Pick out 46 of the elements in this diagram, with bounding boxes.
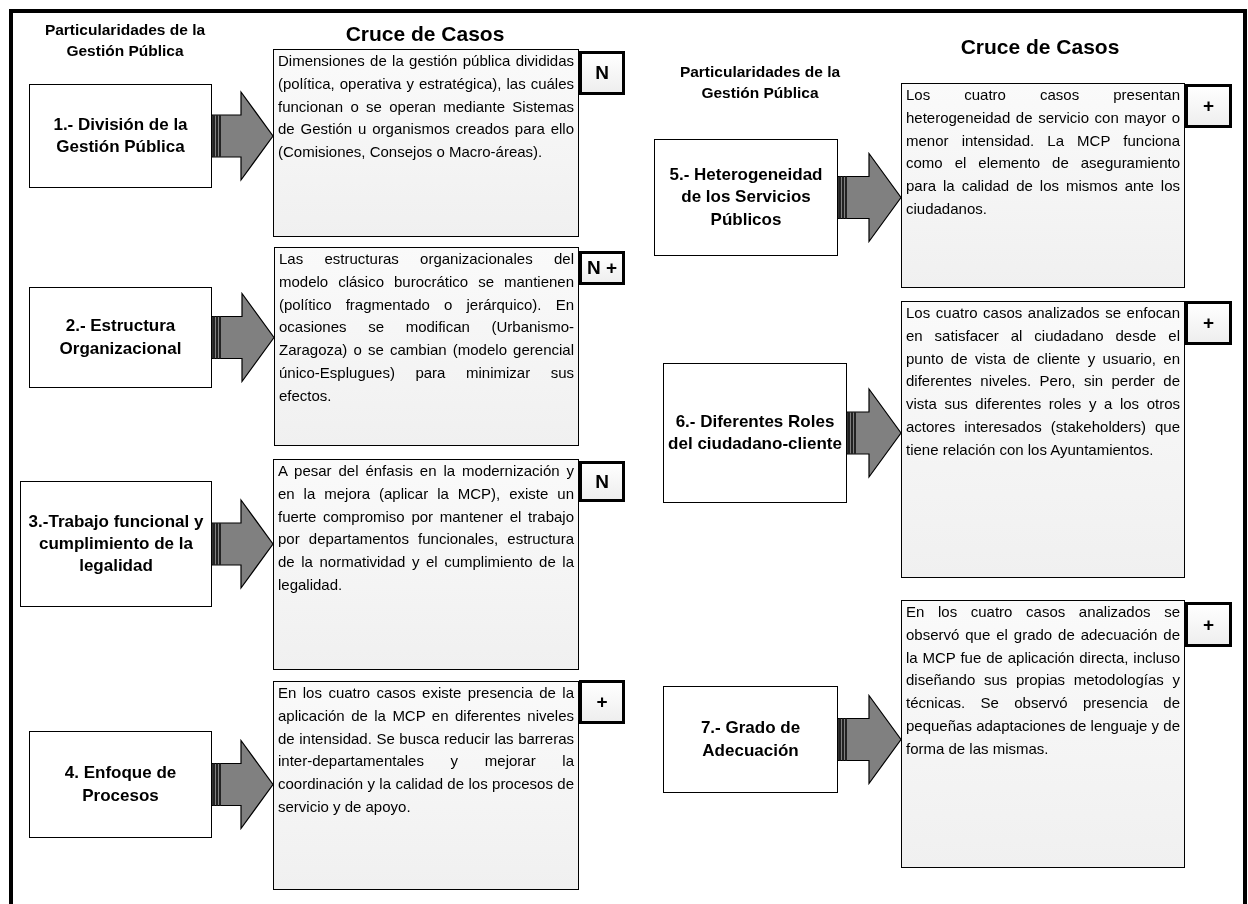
rating-text: N xyxy=(595,470,609,493)
topic-title: 4. Enfoque de Procesos xyxy=(63,762,178,807)
topic-box xyxy=(663,686,838,793)
topic-box xyxy=(29,287,212,388)
topic-title: 6.- Diferentes Roles del ciudadano-cliente xyxy=(668,410,842,455)
description-text: En los cuatro casos analizados se observó que el grado de adecuación de la MCP fue de aplicación directa, incluso diseñando sus propias metodologías y técnicas. Se observó presencia de pequeñas adaptaciones de lenguaje y de forma de las mismas. xyxy=(906,602,1180,759)
description-text: Las estructuras organizacionales del modelo clásico burocrático se mantienen (político fragmentado o jerárquico). En ocasiones se modifican (Urbanismo-Zaragoza) o se cambian (modelo gerencial único-Esplugues) para minimizar sus efectos. xyxy=(279,249,574,406)
topic-title: 2.- Estructura Organizacional xyxy=(58,315,183,360)
description-box xyxy=(901,83,1185,288)
description-box xyxy=(273,681,579,890)
rating-box xyxy=(579,251,625,285)
topic-box xyxy=(29,84,212,188)
description-box xyxy=(901,600,1185,868)
rating-text: N xyxy=(595,62,609,84)
rating-box xyxy=(579,461,625,502)
topic-title: 5.- Heterogeneidad de los Servicios Públicos xyxy=(668,164,824,231)
rating-text: + xyxy=(596,691,608,713)
rating-text: + xyxy=(1202,312,1215,334)
description-text: Los cuatro casos presentan heterogeneidad de servicio con mayor o menor intensidad. La MCP funciona como el elemento de aseguramiento para la calidad de los mismos ante los ciudadanos. xyxy=(906,85,1180,219)
rating-box xyxy=(1185,301,1232,345)
rating-text: N + xyxy=(586,257,618,279)
rating-box xyxy=(1185,602,1232,647)
rating-box xyxy=(1185,84,1232,128)
rating-text: + xyxy=(1202,95,1215,117)
column-heading: Particularidades de la Gestión Pública xyxy=(678,62,842,103)
topic-title: 3.-Trabajo funcional y cumplimiento de la legalidad xyxy=(27,510,205,578)
description-text: Los cuatro casos analizados se enfocan en satisfacer al ciudadano desde el punto de vista de cliente y usuario, en diferentes niveles. Pero, sin perder de vista sus diferentes roles y a los otros actores interesados (stakeholders) que tiene relación con los Ayuntamientos. xyxy=(906,303,1180,460)
description-box xyxy=(901,301,1185,578)
description-box xyxy=(273,459,579,670)
description-box xyxy=(273,49,579,237)
description-text: En los cuatro casos existe presencia de la aplicación de la MCP en diferentes niveles de intensidad. Se busca reducir las barreras inter-departamentales y mejorar la coordinación y la calidad de los procesos de servicio y de apoyo. xyxy=(278,683,574,817)
column-heading: Cruce de Casos xyxy=(959,34,1121,60)
rating-text: + xyxy=(1202,613,1215,636)
description-box xyxy=(274,247,579,446)
topic-title: 7.- Grado de Adecuación xyxy=(699,717,802,762)
topic-title: 1.- División de la Gestión Pública xyxy=(52,113,189,158)
column-heading: Cruce de Casos xyxy=(344,21,506,47)
rating-box xyxy=(579,680,625,724)
column-heading: Particularidades de la Gestión Pública xyxy=(43,20,207,61)
topic-box xyxy=(29,731,212,838)
rating-box xyxy=(579,51,625,95)
description-text: Dimensiones de la gestión pública divididas (política, operativa y estratégica), las cuáles funcionan o se operan mediante Sistemas de Gestión u organismos creados para ello (Comisiones, Consejos o Macro-áreas). xyxy=(278,51,574,163)
topic-box xyxy=(20,481,212,607)
topic-box xyxy=(654,139,838,256)
topic-box xyxy=(663,363,847,503)
description-text: A pesar del énfasis en la modernización y en la mejora (aplicar la MCP), existe un fuerte compromiso por mantener el trabajo por departamentos funcionales, estructura de la normatividad y el cumplimiento de la legalidad. xyxy=(278,461,574,595)
